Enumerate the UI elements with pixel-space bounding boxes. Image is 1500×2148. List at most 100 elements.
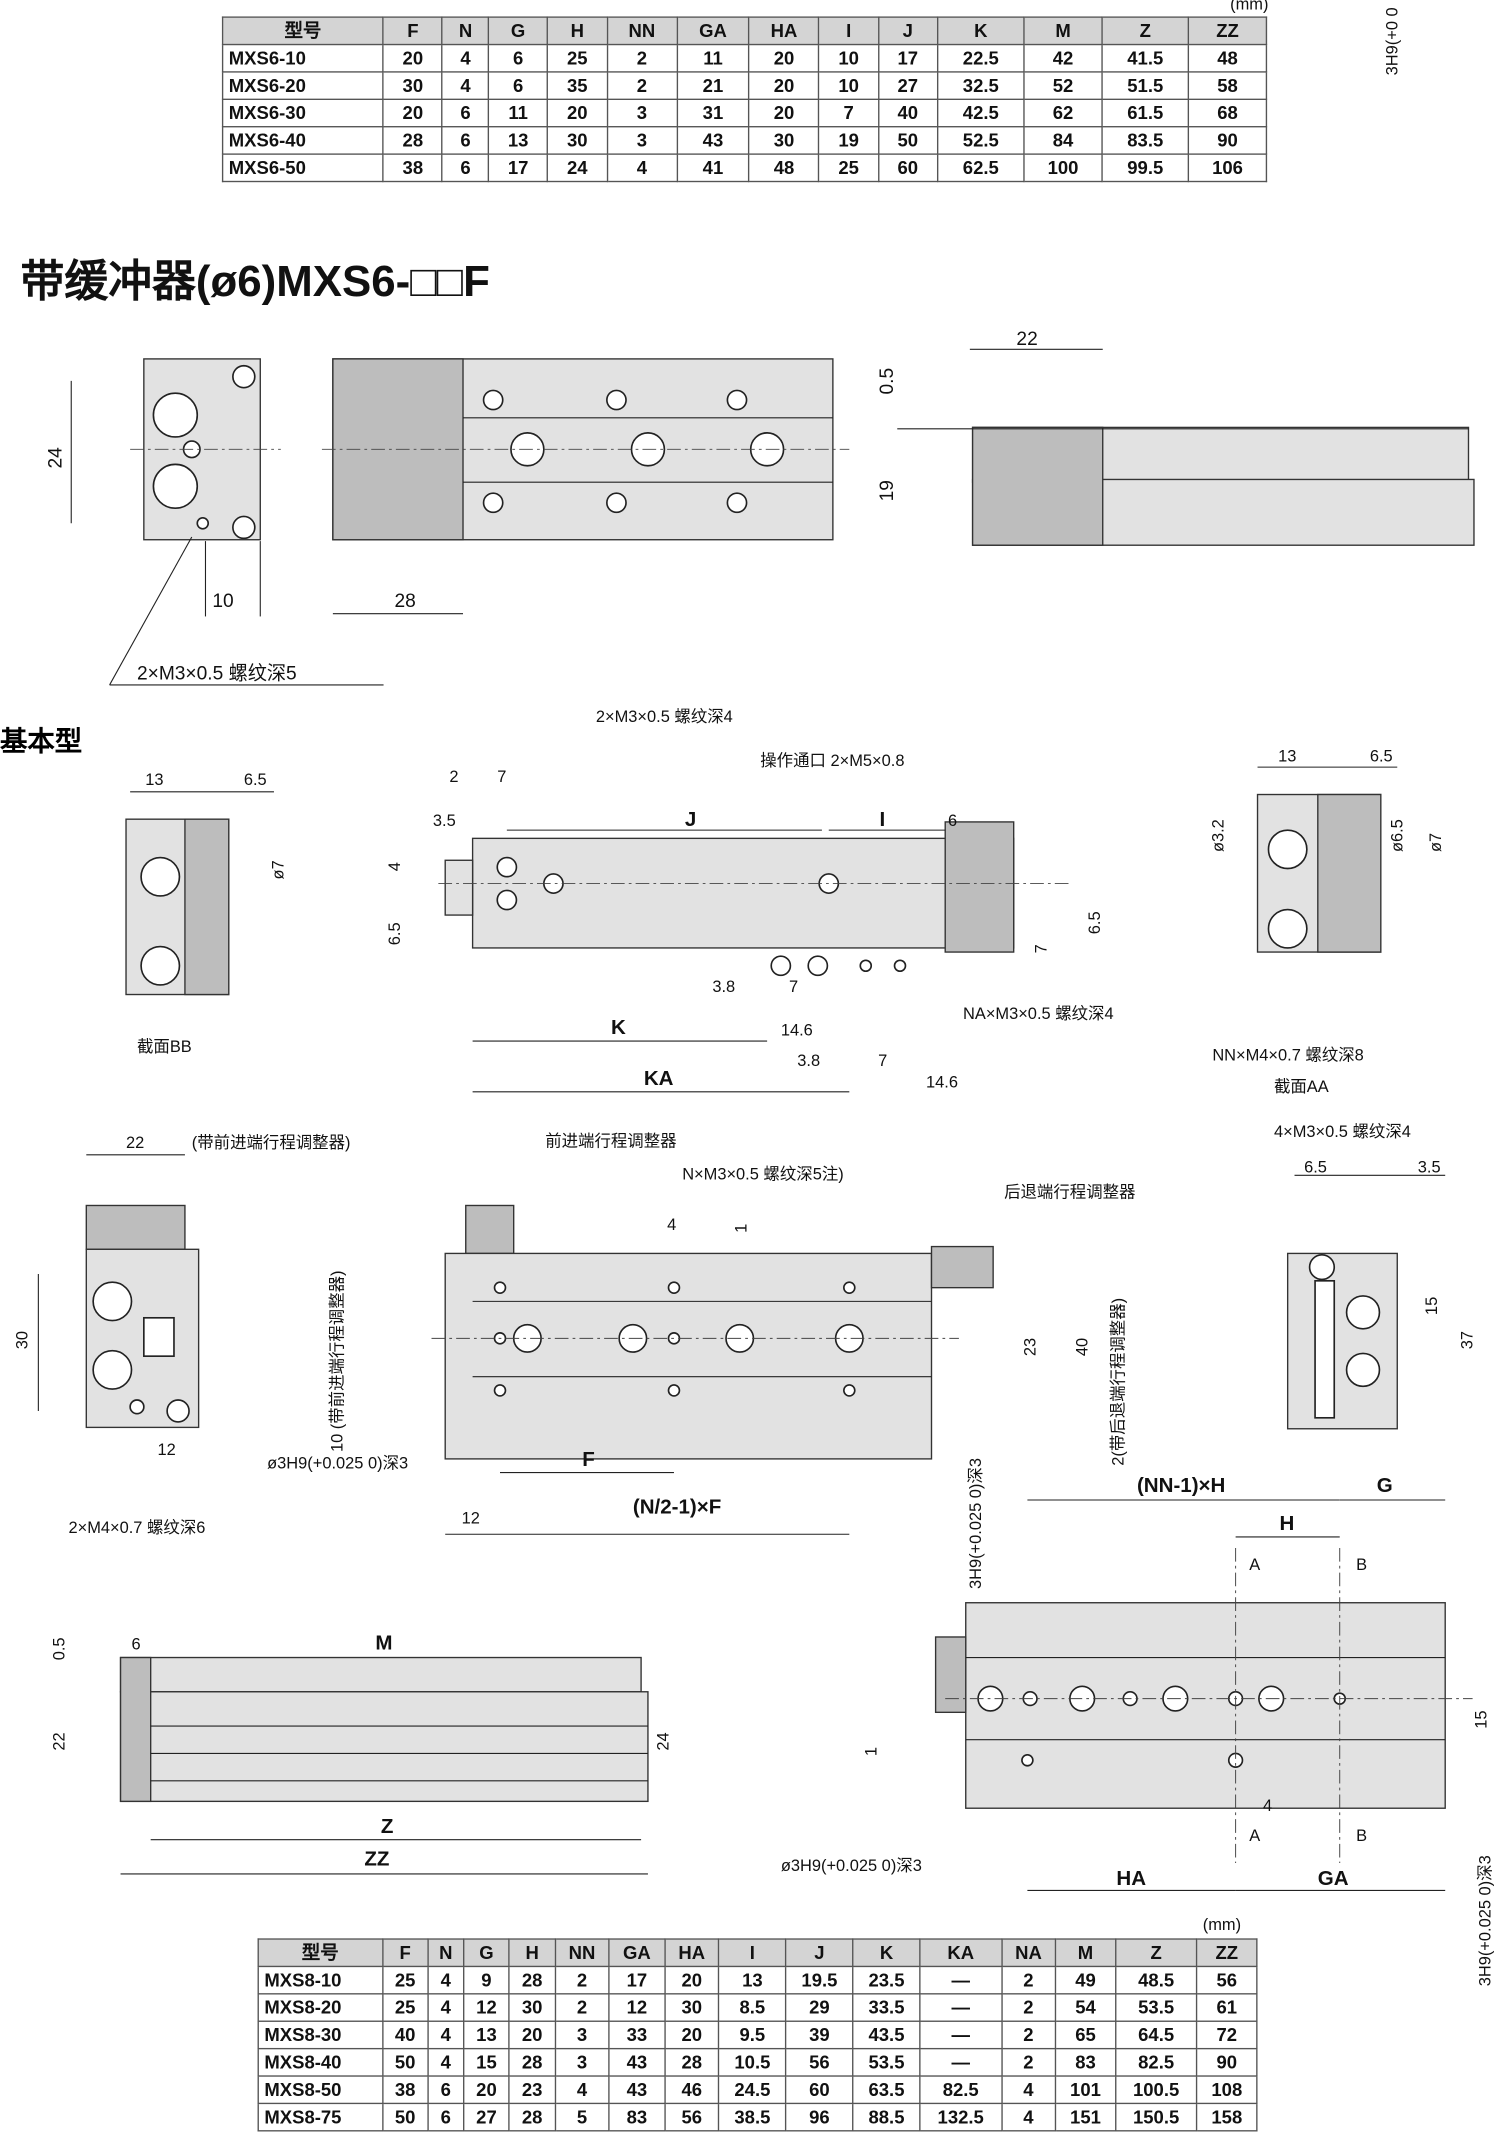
dim-label: 4 <box>386 862 404 871</box>
pin-hole-label: ø3H9(+0.025 0)深3 <box>781 1857 922 1875</box>
dim-label: 6 <box>948 812 957 830</box>
dim-label: ø6.5 <box>1389 819 1407 852</box>
value-cell: 56 <box>785 2047 854 2077</box>
value-cell: 4 <box>441 43 490 73</box>
thread-label: NN×M4×0.7 螺纹深8 <box>1212 1046 1364 1064</box>
column-header: H <box>508 1938 556 1968</box>
value-cell: 83 <box>1054 2047 1117 2077</box>
dim-label: 22 <box>50 1732 68 1750</box>
model-cell: MXS6-30 <box>221 98 384 128</box>
value-cell: 25 <box>381 1993 429 2022</box>
value-cell: 6 <box>441 153 490 183</box>
dim-label: HA <box>1116 1867 1146 1890</box>
value-cell: 38 <box>381 2075 429 2105</box>
value-cell: 90 <box>1196 2047 1258 2077</box>
value-cell: 35 <box>547 71 608 100</box>
dim-label: I <box>879 808 885 831</box>
value-cell: 83 <box>608 2102 666 2132</box>
value-cell: 100.5 <box>1114 2075 1198 2105</box>
column-header: G <box>462 1938 510 1968</box>
dim-label: 10 <box>212 591 233 612</box>
column-header: 型号 <box>221 16 384 46</box>
value-cell: 39 <box>785 2020 854 2050</box>
dim-label: 1 <box>733 1224 751 1233</box>
bottom-right-view <box>934 1499 1473 1891</box>
unit-label: (mm) <box>1230 0 1269 14</box>
value-cell: 2 <box>606 43 678 73</box>
dim-label: F <box>582 1448 595 1471</box>
value-cell: — <box>919 2047 1003 2077</box>
value-cell: 22.5 <box>936 43 1025 73</box>
dim-label: GA <box>1318 1867 1349 1890</box>
dim-label: 7 <box>789 978 798 996</box>
column-header: M <box>1023 16 1103 46</box>
dim-label: 4 <box>1263 1797 1272 1815</box>
dim-label: 22 <box>1016 329 1037 350</box>
dim-label: 24 <box>46 447 67 469</box>
value-cell: 101 <box>1054 2075 1117 2105</box>
column-header: F <box>382 16 444 46</box>
model-cell: MXS8-30 <box>257 2020 383 2050</box>
value-cell: 6 <box>487 43 549 73</box>
value-cell: 84 <box>1023 126 1103 155</box>
value-cell: 72 <box>1196 2020 1258 2050</box>
value-cell: 82.5 <box>919 2075 1003 2105</box>
port-label: 操作通口 2×M5×0.8 <box>760 752 904 770</box>
dim-label: H <box>1279 1512 1294 1535</box>
value-cell: 3 <box>606 126 678 155</box>
value-cell: 61 <box>1196 1993 1258 2022</box>
value-cell: 4 <box>606 153 678 183</box>
value-cell: 19 <box>818 126 879 155</box>
value-cell: 13 <box>487 126 549 155</box>
dim-label: (NN-1)×H <box>1137 1474 1225 1497</box>
value-cell: 24 <box>547 153 608 183</box>
value-cell: 99.5 <box>1101 153 1190 183</box>
value-cell: 43.5 <box>852 2020 921 2050</box>
value-cell: 158 <box>1196 2102 1258 2132</box>
value-cell: 17 <box>608 1965 666 1995</box>
value-cell: 29 <box>785 1993 854 2022</box>
section-aa-view <box>1256 766 1398 953</box>
value-cell: 7 <box>818 98 879 128</box>
value-cell: 28 <box>508 1965 556 1995</box>
value-cell: 100 <box>1023 153 1103 183</box>
note-label: 后退端行程调整器 <box>1004 1183 1135 1201</box>
value-cell: 2 <box>1000 1965 1057 1995</box>
thread-label: 2×M4×0.7 螺纹深6 <box>68 1519 205 1537</box>
dim-label: 6.5 <box>1304 1159 1327 1177</box>
value-cell: 25 <box>381 1965 429 1995</box>
column-header: I <box>718 1938 787 1968</box>
dim-label: 1 <box>863 1747 881 1756</box>
value-cell: 33 <box>608 2020 666 2050</box>
value-cell: 20 <box>748 71 820 100</box>
value-cell: 4 <box>554 2075 610 2105</box>
value-cell: 20 <box>748 98 820 128</box>
column-header: N <box>427 1938 465 1968</box>
dim-label: 2 <box>449 768 458 786</box>
dim-label: 4 <box>667 1216 676 1234</box>
section-marker: B <box>1356 1827 1367 1845</box>
dim-label: 28 <box>395 591 416 612</box>
value-cell: 12 <box>608 1993 666 2022</box>
value-cell: 42.5 <box>936 98 1025 128</box>
value-cell: 40 <box>877 98 939 128</box>
value-cell: 2 <box>1000 2020 1057 2050</box>
value-cell: 38 <box>382 153 444 183</box>
value-cell: 20 <box>664 1965 720 1995</box>
column-header: Z <box>1114 1938 1198 1968</box>
value-cell: 2 <box>554 1965 610 1995</box>
value-cell: 43 <box>608 2047 666 2077</box>
column-header: J <box>785 1938 854 1968</box>
value-cell: 33.5 <box>852 1993 921 2022</box>
thread-label: 2×M3×0.5 螺纹深4 <box>596 708 733 726</box>
dim-label: 13 <box>145 771 163 789</box>
column-header: HA <box>664 1938 720 1968</box>
